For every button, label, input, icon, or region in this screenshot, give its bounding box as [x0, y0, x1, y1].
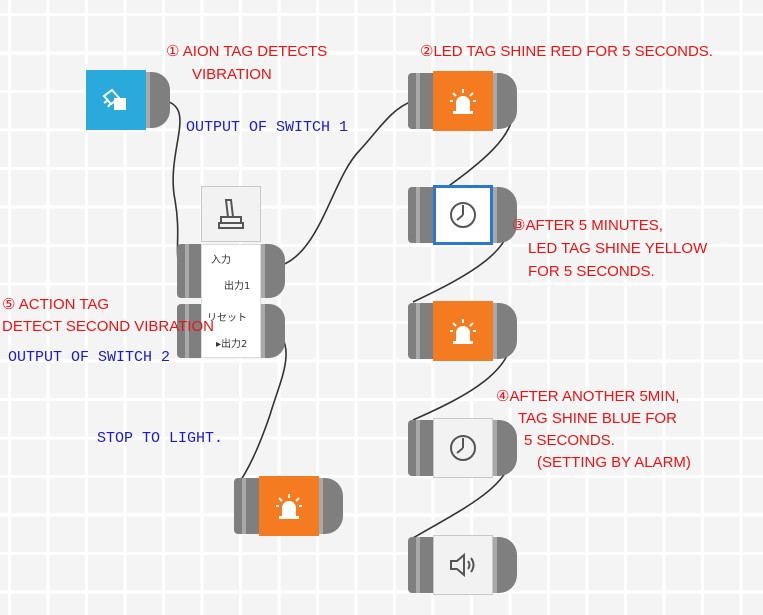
output-switch1-label: OUTPUT OF SWITCH 1: [186, 119, 349, 136]
led-red-output-port[interactable]: [493, 73, 517, 129]
wire-switch-to-led-red: [270, 100, 414, 269]
step4-line1: ④AFTER ANOTHER 5MIN,: [496, 388, 680, 405]
wire-switch-out2-to-stop-light: [235, 324, 287, 489]
beacon-light-icon: [276, 494, 302, 519]
timer-icon: [450, 202, 476, 228]
switch-output2-text: 出力2: [221, 339, 248, 350]
speaker-tile[interactable]: [433, 535, 493, 595]
timer-another-5min-block[interactable]: [408, 418, 517, 478]
aion-tag-tile[interactable]: [86, 70, 146, 130]
timer2-input-port[interactable]: [408, 420, 434, 476]
step4-line4: (SETTING BY ALARM): [537, 454, 691, 471]
stop-light-output-port[interactable]: [319, 478, 343, 534]
stop-light-block[interactable]: [234, 476, 343, 536]
switch-output2-port[interactable]: [261, 304, 285, 358]
switch-input-label: 入力: [211, 255, 231, 266]
output-switch2-label: OUTPUT OF SWITCH 2: [8, 349, 171, 366]
stop-light-input-port[interactable]: [234, 478, 260, 534]
step3-line1: ③AFTER 5 MINUTES,: [512, 217, 663, 234]
led-red-input-port[interactable]: [408, 73, 434, 129]
switch-reset-label: リセット: [207, 313, 247, 324]
step4-line2: TAG SHINE BLUE FOR: [518, 410, 677, 427]
switch-output1-port[interactable]: [261, 244, 285, 298]
step3-line2: LED TAG SHINE YELLOW: [528, 240, 708, 257]
timer-input-port[interactable]: [408, 187, 434, 243]
timer2-tile[interactable]: [433, 418, 493, 478]
step5-line2: DETECT SECOND VIBRATION: [2, 318, 214, 335]
aion-tag-block[interactable]: [86, 70, 170, 130]
aion-output-port[interactable]: [146, 72, 170, 128]
timer-output-port[interactable]: [493, 187, 517, 243]
switch-tile[interactable]: [201, 186, 261, 242]
switch-lever-icon: [218, 199, 244, 229]
beacon-light-icon: [450, 89, 476, 114]
step2-annotation: ②LED TAG SHINE RED FOR 5 SECONDS.: [420, 43, 713, 60]
switch-reset-port[interactable]: [177, 304, 201, 358]
timer-5min-block[interactable]: [408, 185, 517, 245]
led-yellow-block[interactable]: [408, 301, 517, 361]
step3-line3: FOR 5 SECONDS.: [528, 263, 655, 280]
motion-sensor-icon: [102, 88, 126, 110]
speaker-input-port[interactable]: [408, 537, 434, 593]
step1-line2: VIBRATION: [192, 66, 272, 83]
step5-line1: ⑤ ACTION TAG: [2, 296, 110, 313]
stop-light-label: STOP TO LIGHT.: [97, 430, 224, 447]
timer2-output-port[interactable]: [493, 420, 517, 476]
led-red-tile[interactable]: [433, 71, 493, 131]
led-yellow-output-port[interactable]: [493, 303, 517, 359]
switch-input-port[interactable]: [177, 244, 201, 298]
led-red-block[interactable]: [408, 71, 517, 131]
led-yellow-tile[interactable]: [433, 301, 493, 361]
switch-block[interactable]: 入力 出力1 リセット ▸出力2: [177, 186, 285, 358]
step4-line3: 5 SECONDS.: [524, 432, 615, 449]
speaker-output-port[interactable]: [493, 537, 517, 593]
timer-tile[interactable]: [433, 185, 493, 245]
switch-output2-label: ▸出力2: [216, 339, 248, 350]
switch-body: 入力 出力1 リセット ▸出力2: [201, 244, 261, 358]
speaker-icon: [450, 552, 475, 578]
led-yellow-input-port[interactable]: [408, 303, 434, 359]
stop-light-tile[interactable]: [259, 476, 319, 536]
speaker-alarm-block[interactable]: [408, 535, 517, 595]
timer-icon: [450, 435, 476, 461]
step1-line1: ① AION TAG DETECTS: [166, 43, 328, 60]
beacon-light-icon: [450, 319, 476, 344]
switch-output1-label: 出力1: [224, 281, 251, 292]
